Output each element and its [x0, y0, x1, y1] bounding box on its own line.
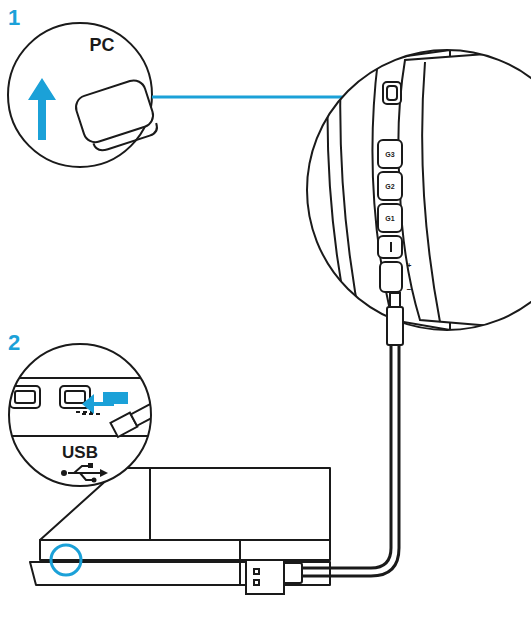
step-number: 2: [8, 332, 20, 354]
headset-detail: [307, 40, 531, 330]
switch-label: PC: [89, 36, 114, 54]
switch-detail: [8, 23, 159, 167]
volume-label: −: [407, 286, 412, 294]
step-number: 1: [8, 7, 20, 29]
usb-cable: [246, 293, 403, 594]
button-label: G1: [385, 215, 394, 222]
usb-port-detail: [0, 344, 182, 486]
port-label: USB: [62, 444, 98, 461]
volume-label: +: [407, 262, 412, 270]
button-label: G2: [385, 183, 394, 190]
port-highlight: [51, 545, 81, 575]
button-label: G3: [385, 151, 394, 158]
